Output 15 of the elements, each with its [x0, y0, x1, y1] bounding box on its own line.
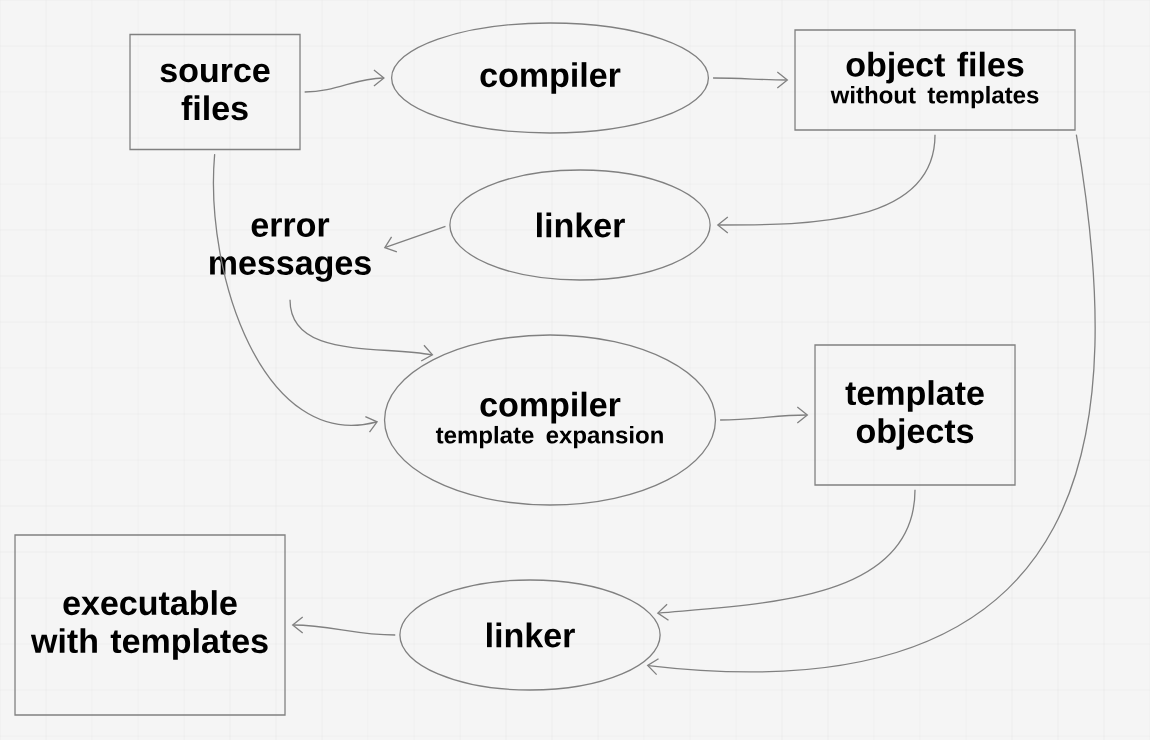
arrow — [716, 134, 936, 234]
file-box: template objects — [814, 344, 1016, 486]
file-box: object files without templates — [794, 29, 1076, 131]
output-text: error messages — [210, 218, 371, 282]
arrow — [656, 489, 916, 621]
arrow — [289, 299, 434, 362]
file-box: source files — [129, 33, 301, 151]
arrow — [719, 406, 809, 424]
arrow — [383, 225, 447, 253]
arrow — [291, 616, 396, 636]
arrow — [712, 71, 789, 89]
arrow — [212, 153, 379, 433]
file-box: executable with templates — [14, 534, 286, 716]
arrow — [646, 133, 1096, 676]
arrow — [304, 69, 385, 93]
